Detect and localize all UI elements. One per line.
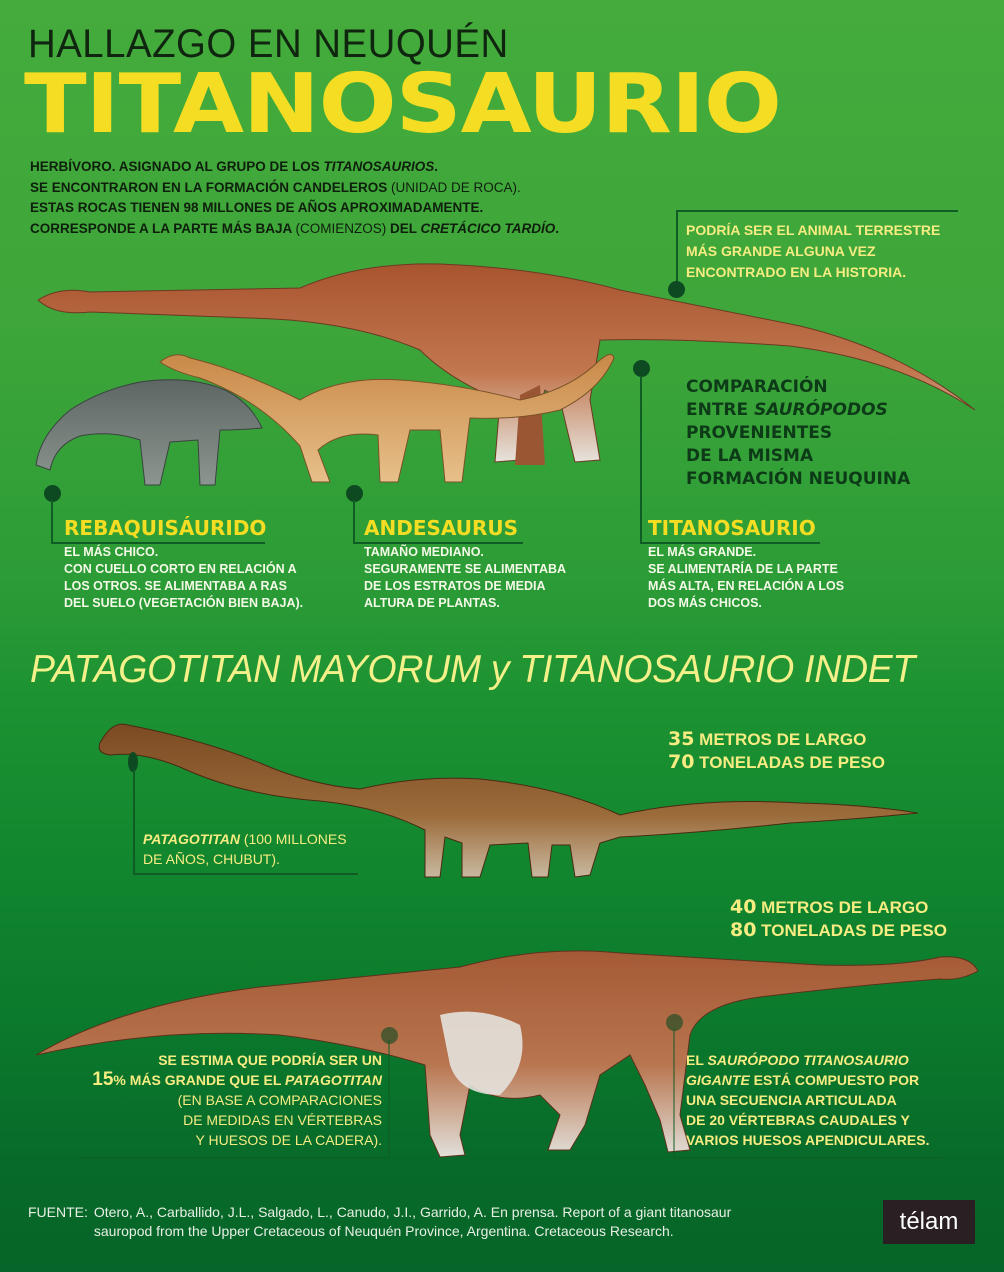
rebaquisaurid-dot	[44, 485, 61, 502]
intro-text: HERBÍVORO. ASIGNADO AL GRUPO DE LOS TITA…	[30, 157, 559, 239]
titanosaurio-dot	[633, 360, 650, 377]
species-name: REBAQUISÁURIDO	[64, 516, 267, 540]
connector-line	[673, 1157, 943, 1159]
heading-line: COMPARACIÓN	[686, 377, 828, 397]
composition-note: EL SAURÓPODO TITANOSAURIO GIGANTE ESTÁ C…	[686, 1052, 930, 1148]
source-label: FUENTE:	[28, 1204, 88, 1220]
titanosaurio-indet-illustration	[35, 950, 979, 1158]
main-title: TITANOSAURIO	[24, 57, 782, 152]
size-estimate-note: SE ESTIMA QUE PODRÍA SER UN 15% MÁS GRAN…	[92, 1052, 382, 1148]
section-subtitle: PATAGOTITAN MAYORUM y TITANOSAURIO INDET	[30, 648, 915, 691]
connector-line	[673, 1028, 675, 1158]
patagotitan-note: PATAGOTITAN (100 MILLONES DE AÑOS, CHUBU…	[143, 831, 347, 867]
weight-stat: 70 TONELADAS DE PESO	[668, 751, 885, 773]
patagotitan-dot	[128, 752, 138, 772]
connector-line	[353, 500, 355, 544]
species-description: EL MÁS GRANDE. SE ALIMENTARÍA DE LA PART…	[648, 545, 845, 610]
connector-line	[388, 1040, 390, 1158]
heading-line: FORMACIÓN NEUQUINA	[686, 469, 911, 489]
callout-line: MÁS GRANDE ALGUNA VEZ	[686, 243, 876, 259]
source-citation: FUENTE: Otero, A., Carballido, J.L., Sal…	[28, 1203, 731, 1241]
estimate-dot	[381, 1027, 398, 1044]
telam-logo: télam	[883, 1200, 975, 1244]
heading-line: PROVENIENTES	[686, 423, 833, 443]
callout-dot	[668, 281, 685, 298]
connector-line	[353, 542, 523, 544]
species-name: TITANOSAURIO	[648, 516, 816, 540]
connector-line	[51, 542, 265, 544]
species-name: ANDESAURUS	[364, 516, 519, 540]
connector-line	[80, 1157, 390, 1159]
titanosaurio-illustration	[35, 263, 976, 486]
connector-line	[640, 376, 642, 544]
titanosaurio-stats: 40 METROS DE LARGO 80 TONELADAS DE PESO	[730, 896, 947, 942]
intro-line-4: CORRESPONDE A LA PARTE MÁS BAJA (COMIENZ…	[30, 220, 560, 236]
length-stat: 40 METROS DE LARGO	[730, 896, 929, 918]
largest-animal-callout: PODRÍA SER EL ANIMAL TERRESTRE MÁS GRAND…	[676, 210, 958, 286]
source-text: Otero, A., Carballido, J.L., Salgado, L.…	[93, 1204, 732, 1239]
comparison-heading: COMPARACIÓN ENTRE SAURÓPODOS PROVENIENTE…	[686, 376, 910, 491]
species-titanosaurio: TITANOSAURIO EL MÁS GRANDE. SE ALIMENTAR…	[640, 516, 844, 612]
heading-line: ENTRE SAURÓPODOS	[686, 400, 888, 420]
species-description: TAMAÑO MEDIANO. SEGURAMENTE SE ALIMENTAB…	[364, 545, 567, 610]
connector-line	[51, 500, 53, 544]
connector-line	[640, 542, 820, 544]
weight-stat: 80 TONELADAS DE PESO	[730, 919, 947, 941]
connector-line	[133, 770, 135, 874]
species-andesaurus: ANDESAURUS TAMAÑO MEDIANO. SEGURAMENTE S…	[356, 516, 566, 612]
connector-line	[133, 873, 358, 875]
composition-dot	[666, 1014, 683, 1031]
heading-line: DE LA MISMA	[686, 446, 814, 466]
callout-line: PODRÍA SER EL ANIMAL TERRESTRE	[686, 222, 941, 238]
species-rebaquisaurid: REBAQUISÁURIDO EL MÁS CHICO. CON CUELLO …	[56, 516, 303, 612]
patagotitan-illustration	[98, 723, 919, 878]
intro-line-1: HERBÍVORO. ASIGNADO AL GRUPO DE LOS TITA…	[30, 159, 439, 174]
callout-line: ENCONTRADO EN LA HISTORIA.	[686, 264, 907, 280]
species-description: EL MÁS CHICO. CON CUELLO CORTO EN RELACI…	[64, 545, 304, 610]
andesaurus-dot	[346, 485, 363, 502]
intro-line-3: ESTAS ROCAS TIENEN 98 MILLONES DE AÑOS A…	[30, 200, 484, 215]
intro-line-2: SE ENCONTRARON EN LA FORMACIÓN CANDELERO…	[30, 179, 521, 195]
kicker-heading: HALLAZGO EN NEUQUÉN	[28, 22, 509, 66]
patagotitan-stats: 35 METROS DE LARGO 70 TONELADAS DE PESO	[668, 728, 885, 774]
length-stat: 35 METROS DE LARGO	[668, 728, 867, 750]
